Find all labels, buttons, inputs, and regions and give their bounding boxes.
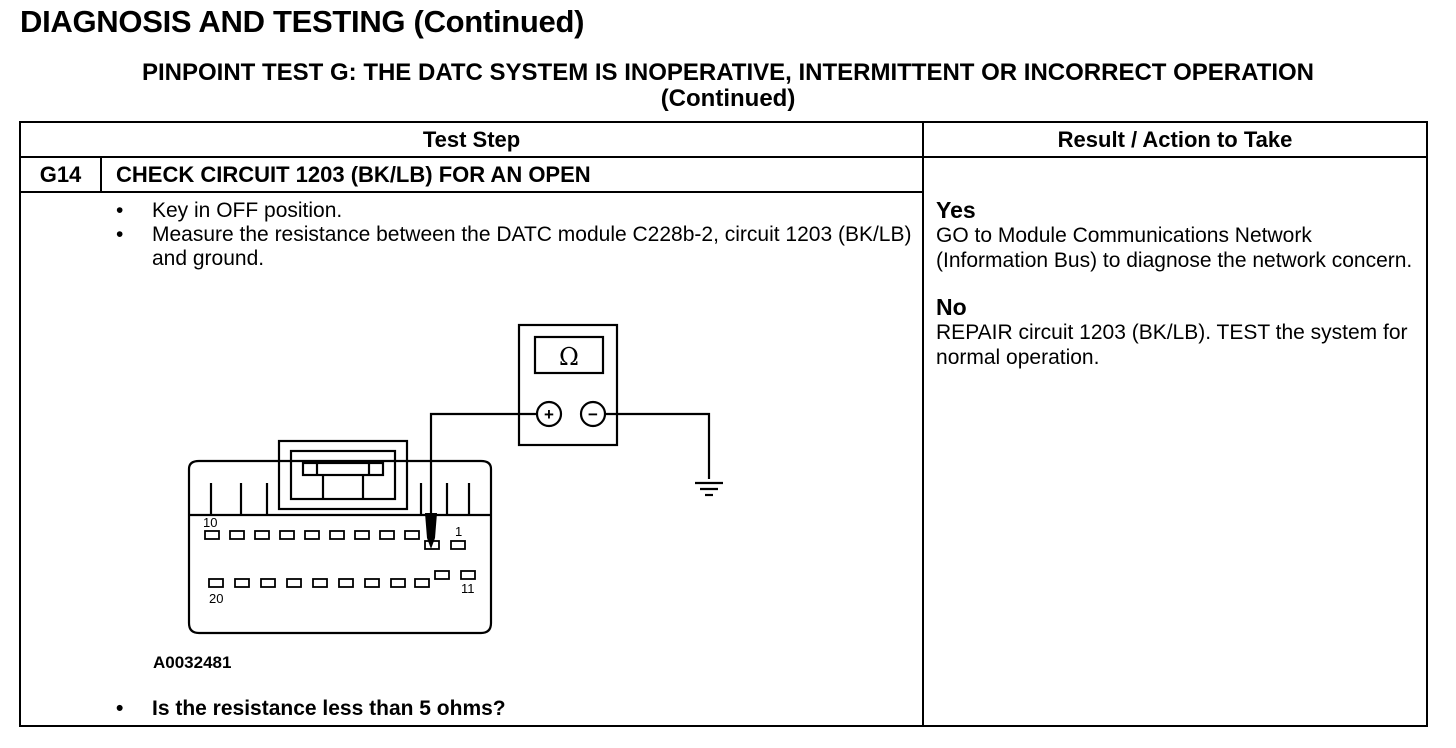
- result-yes-action: GO to Module Communications Network (Inf…: [936, 224, 1413, 272]
- result-cell: Yes GO to Module Communications Network …: [922, 156, 1429, 727]
- pinpoint-test-title-line2: (Continued): [660, 85, 796, 112]
- pin-label-10: 10: [203, 515, 217, 530]
- result-no: No REPAIR circuit 1203 (BK/LB). TEST the…: [936, 295, 1426, 370]
- step-body: Key in OFF position. Measure the resista…: [18, 191, 925, 727]
- ohmmeter-display: [533, 335, 605, 375]
- test-probe: [425, 513, 437, 549]
- test-step-table: Test Step Result / Action to Take G14 CH…: [18, 121, 1429, 727]
- step-instructions: Key in OFF position. Measure the resista…: [114, 199, 922, 271]
- instruction-item: Key in OFF position.: [114, 199, 922, 223]
- connector-body: [187, 459, 493, 635]
- step-title: CHECK CIRCUIT 1203 (BK/LB) FOR AN OPEN: [99, 156, 925, 193]
- pinpoint-test-title: PINPOINT TEST G: THE DATC SYSTEM IS INOP…: [0, 60, 1456, 112]
- result-no-label: No: [936, 294, 967, 320]
- step-id: G14: [19, 156, 102, 193]
- minus-sign: −: [588, 405, 598, 424]
- connector-diagram: Ω + − 10 1 20 11: [187, 323, 723, 635]
- pin-row-upper: [204, 530, 466, 550]
- result-no-action: REPAIR circuit 1203 (BK/LB). TEST the sy…: [936, 321, 1408, 369]
- negative-lead: [605, 412, 711, 479]
- pin-label-11: 11: [461, 581, 475, 596]
- plus-sign: +: [544, 405, 554, 424]
- figure-id: A0032481: [153, 653, 232, 672]
- pin-row-lower: [208, 570, 476, 588]
- result-yes-label: Yes: [936, 197, 976, 223]
- col-header-result: Result / Action to Take: [922, 121, 1429, 158]
- pinpoint-test-title-line1: PINPOINT TEST G: THE DATC SYSTEM IS INOP…: [141, 59, 1315, 86]
- result-yes: Yes GO to Module Communications Network …: [936, 198, 1426, 273]
- col-header-test-step: Test Step: [18, 121, 925, 158]
- ohm-symbol: Ω: [559, 343, 579, 371]
- pin-label-20: 20: [209, 591, 223, 606]
- step-question: Is the resistance less than 5 ohms?: [114, 697, 506, 721]
- pin-label-1: 1: [455, 524, 462, 539]
- ohmmeter-body: [517, 323, 619, 447]
- instruction-item: Measure the resistance between the DATC …: [114, 223, 922, 271]
- positive-lead: [429, 412, 537, 513]
- page-heading: DIAGNOSIS AND TESTING (Continued): [20, 4, 585, 39]
